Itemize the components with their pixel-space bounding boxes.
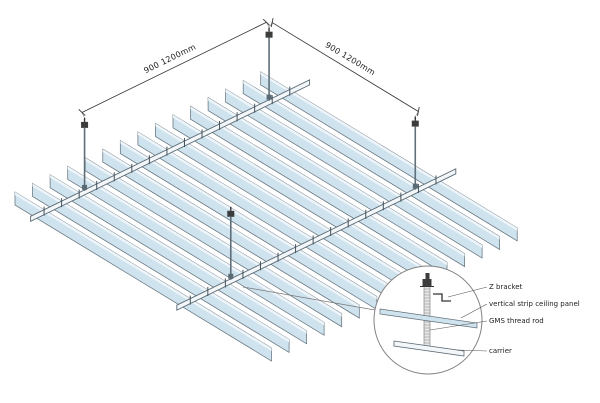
strip-panel-top-flange xyxy=(137,131,395,291)
detail-ceiling-panel xyxy=(379,308,478,329)
carrier-rails xyxy=(30,79,457,311)
strip-panel xyxy=(260,71,518,242)
detail-leader-line xyxy=(242,286,376,311)
label-z-bracket: Z bracket xyxy=(489,283,523,291)
strip-panel xyxy=(49,174,307,345)
ceiling-strip-panels xyxy=(14,71,518,362)
dimension-lines xyxy=(78,18,420,118)
strip-panel-top-flange xyxy=(120,140,377,300)
rod-nut xyxy=(412,183,418,189)
strip-panel-top-flange xyxy=(173,114,430,274)
carrier-rail xyxy=(176,168,457,311)
rod-nut xyxy=(228,273,234,279)
dimension-label-1: 900 1200mm xyxy=(142,42,197,75)
dimension-tick xyxy=(78,109,86,116)
dimension-tick xyxy=(417,106,420,117)
label-leader-line xyxy=(429,320,488,331)
strip-panel-top-flange xyxy=(155,123,412,283)
anchor-bolt xyxy=(265,31,273,38)
hanger-rods xyxy=(81,27,419,280)
dimension-line xyxy=(81,21,267,113)
strip-panel-top-flange xyxy=(208,97,465,257)
strip-panel-top-flange xyxy=(32,183,290,343)
anchor-bolt xyxy=(411,120,419,127)
strip-panel-top-flange xyxy=(50,174,307,334)
strip-panel-top-flange xyxy=(243,80,500,240)
label-leader-line xyxy=(456,349,488,352)
rod-nut xyxy=(266,94,272,100)
label-leader-line xyxy=(447,286,488,298)
dimension-tick xyxy=(262,18,271,26)
anchor-bolt xyxy=(227,210,235,217)
detail-bolt-head xyxy=(422,279,432,286)
dimension-line xyxy=(271,22,419,112)
strip-panel-top-flange xyxy=(225,89,483,248)
carrier-rail xyxy=(30,79,311,223)
label-leader-line xyxy=(460,303,488,319)
detail-drawing xyxy=(242,265,488,375)
rod-nut xyxy=(82,184,88,190)
label-gms-thread-rod: GMS thread rod xyxy=(489,317,544,325)
label-carrier: carrier xyxy=(489,347,512,355)
strip-panel-top-flange xyxy=(260,71,518,231)
strip-panel-top-flange xyxy=(67,166,325,326)
anchor-bolt xyxy=(81,121,89,128)
dimension-tick xyxy=(270,18,274,28)
detail-z-bracket xyxy=(433,293,451,302)
detail-carrier xyxy=(393,340,465,357)
strip-panel-top-flange xyxy=(85,157,342,317)
strip-panel-top-flange xyxy=(15,192,272,351)
detail-callout: Z bracket vertical strip ceiling panel G… xyxy=(242,265,580,375)
detail-anchor-stub xyxy=(425,273,430,279)
label-vertical-strip-ceiling-panel: vertical strip ceiling panel xyxy=(489,300,580,308)
strip-panel-top-flange xyxy=(190,106,447,266)
